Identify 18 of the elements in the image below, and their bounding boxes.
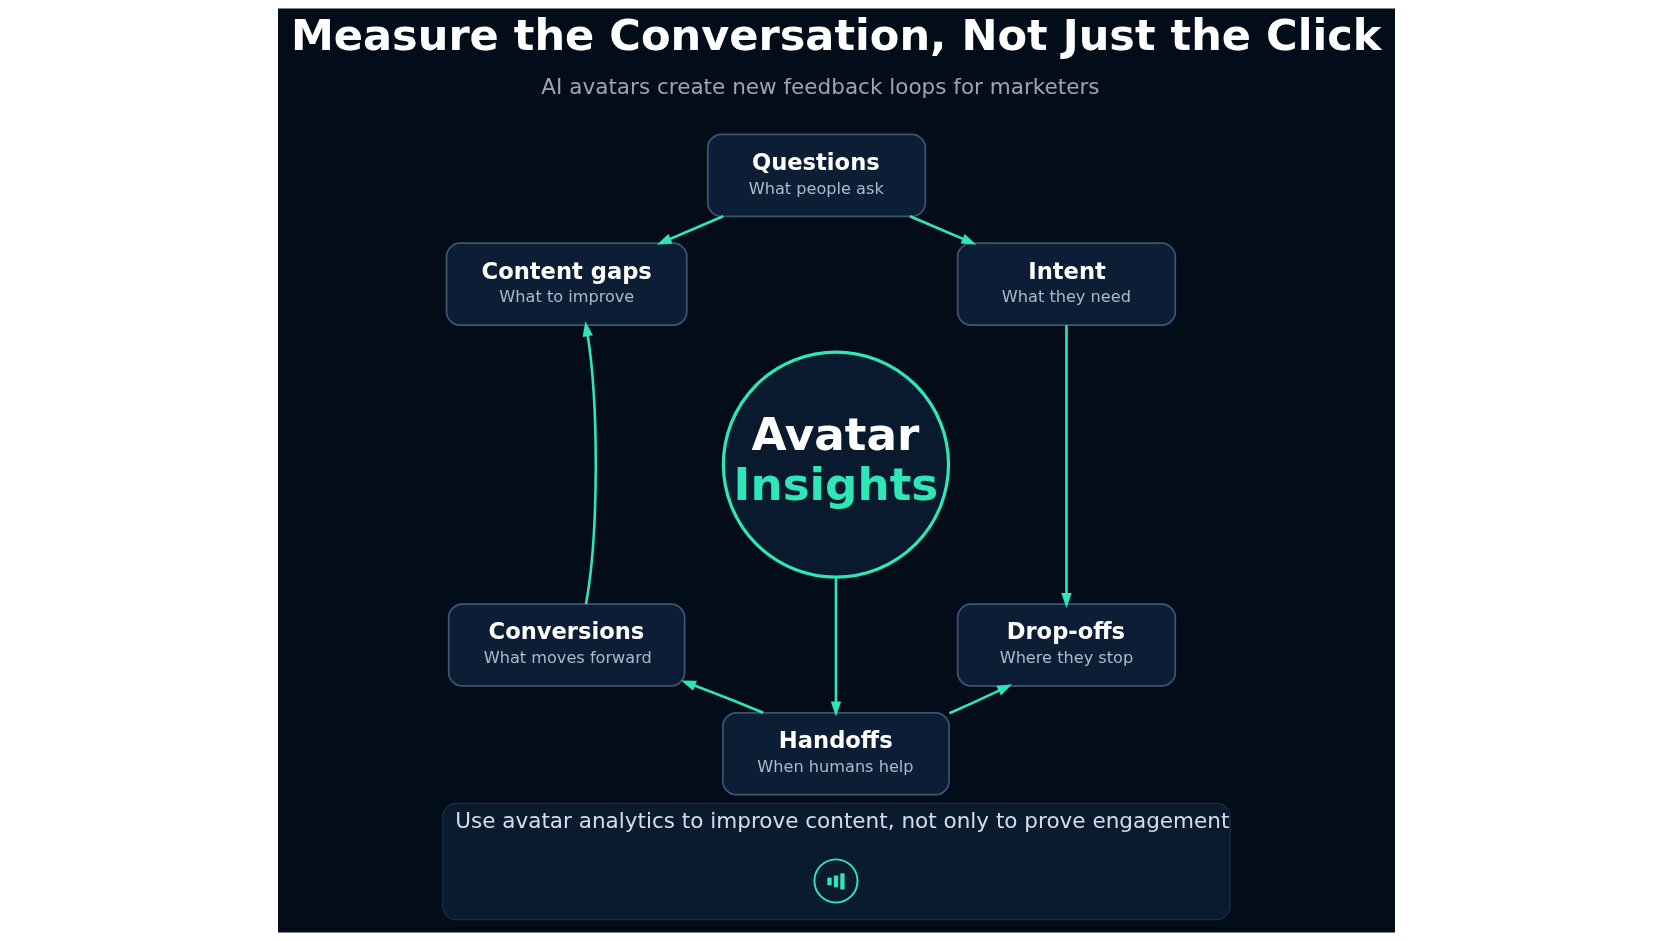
node-box: Content gaps What to improve [445, 242, 688, 326]
arrow [680, 680, 764, 714]
label: AI avatars create new feedback loops for marketers [540, 73, 1099, 99]
cluster: Use avatar analytics to improve content, not only to prove engagement [441, 802, 1231, 921]
node-box: Drop-offs Where they stop [956, 603, 1176, 687]
arrow [656, 215, 724, 245]
arrow [948, 684, 1012, 715]
node-circle: Avatar Insights [721, 350, 950, 579]
arrow [908, 215, 976, 245]
node-circle [812, 858, 858, 904]
node-box: Conversions What moves forward [447, 603, 685, 687]
node-box: Questions What people ask [706, 133, 926, 218]
arrow [582, 321, 597, 605]
node-box: Handoffs When humans help [721, 712, 950, 796]
arrow [830, 577, 841, 717]
arrow [1060, 325, 1072, 608]
node-box: Intent What they need [956, 242, 1176, 326]
diagram-title: Measure the Conversation, Not Just the Click [290, 10, 1381, 61]
